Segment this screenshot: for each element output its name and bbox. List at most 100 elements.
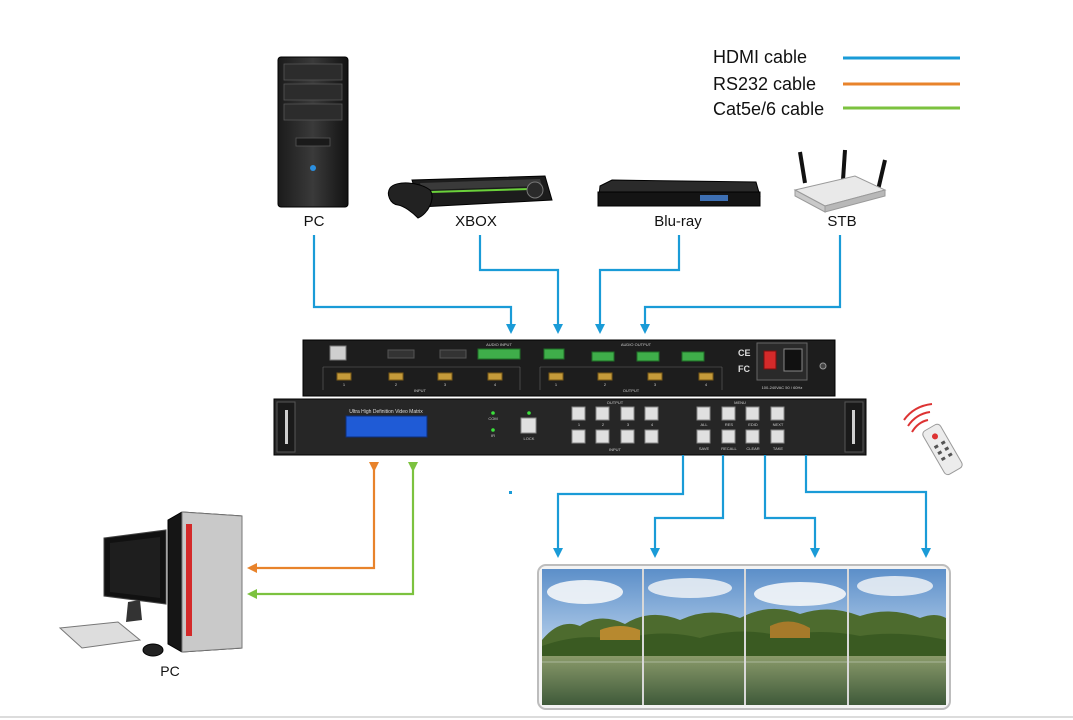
- rear-in-num-2: 2: [395, 382, 398, 387]
- rear-label-audio-input: AUDIO INPUT: [486, 342, 512, 347]
- menu-label-recall: RECALL: [721, 446, 737, 451]
- output-key-label-1: 1: [578, 422, 581, 427]
- hdmi-source-cables: [312, 235, 842, 334]
- hdmi-output-cables: [553, 455, 931, 558]
- source-label-xbox: XBOX: [455, 213, 497, 230]
- menu-label-all: ALL: [700, 422, 708, 427]
- cable-pc-to-matrix: [312, 235, 516, 334]
- bluray-player-icon: [597, 179, 761, 207]
- cable-stb-to-matrix: [640, 235, 842, 334]
- rear-in-num-3: 3: [444, 382, 447, 387]
- lcd-display-text: Ultra High Definition Video Matrix: [349, 409, 423, 415]
- matrix-front-panel: Ultra High Definition Video Matrix COM I…: [273, 398, 867, 456]
- output-key-label-3: 3: [627, 422, 630, 427]
- ir-led: [491, 428, 495, 432]
- menu-label-res: RES: [725, 422, 734, 427]
- menu-group-label: MENU: [734, 400, 746, 405]
- rear-label-input: INPUT: [414, 388, 427, 393]
- cable-out3-to-wall: [763, 455, 820, 558]
- power-socket: [783, 348, 803, 372]
- cable-xbox-to-matrix: [478, 235, 563, 334]
- legend-label-hdmi: HDMI cable: [713, 47, 807, 67]
- rear-out-num-4: 4: [705, 382, 708, 387]
- menu-button-recall[interactable]: [721, 429, 736, 444]
- ir-remote-icon: [903, 403, 963, 476]
- cat-cable: [247, 462, 418, 599]
- source-label-bluray: Blu-ray: [654, 213, 702, 230]
- stb-box-icon: [793, 149, 887, 213]
- rear-hdmi-in-2: [388, 372, 404, 381]
- rear-in-num-4: 4: [494, 382, 497, 387]
- lcd-display: [345, 415, 428, 438]
- menu-label-clear: CLEAR: [746, 446, 759, 451]
- ir-label: IR: [491, 433, 495, 438]
- lock-label: LOCK: [524, 436, 535, 441]
- control-cables: [247, 462, 418, 599]
- menu-label-save: SAVE: [699, 446, 710, 451]
- input-button-1[interactable]: [571, 429, 586, 444]
- input-group-label: INPUT: [609, 447, 622, 452]
- menu-label-edid: EDID: [748, 422, 758, 427]
- output-button-2-top[interactable]: [595, 406, 610, 421]
- control-pc-label: PC: [160, 663, 179, 679]
- rs232-cable: [247, 462, 379, 573]
- rear-hdmi-out-3: [647, 372, 663, 381]
- menu-button-clear[interactable]: [745, 429, 760, 444]
- input-button-3[interactable]: [620, 429, 635, 444]
- rear-in-num-1: 1: [343, 382, 346, 387]
- rear-hdmi-in-1: [336, 372, 352, 381]
- ce-mark-icon: CE: [738, 348, 751, 358]
- menu-button-take[interactable]: [770, 429, 785, 444]
- rear-label-output: OUTPUT: [623, 388, 640, 393]
- source-label-stb: STB: [827, 213, 856, 230]
- rear-label-audio-output: AUDIO OUTPUT: [621, 342, 652, 347]
- output-button-3-top[interactable]: [620, 406, 635, 421]
- rear-out-num-1: 1: [555, 382, 558, 387]
- rear-hdmi-inputs: 1 2 3 4 INPUT: [336, 372, 503, 393]
- cable-out1-to-wall: [553, 455, 685, 558]
- output-key-label-4: 4: [651, 422, 654, 427]
- legend: HDMI cable RS232 cable Cat5e/6 cable: [713, 47, 960, 119]
- power-rating: 100-240VAC 50 / 60Hz: [762, 385, 803, 390]
- rear-hdmi-out-4: [698, 372, 714, 381]
- cable-stub: [509, 491, 512, 494]
- legend-label-rs232: RS232 cable: [713, 74, 816, 94]
- video-wall: [537, 564, 951, 710]
- cable-out4-to-wall: [804, 455, 931, 558]
- menu-button-res[interactable]: [721, 406, 736, 421]
- power-switch: [763, 350, 777, 370]
- output-button-1-top[interactable]: [571, 406, 586, 421]
- output-button-4-top[interactable]: [644, 406, 659, 421]
- menu-button-edid[interactable]: [745, 406, 760, 421]
- menu-button-save[interactable]: [696, 429, 711, 444]
- rear-out-num-2: 2: [604, 382, 607, 387]
- lock-led: [527, 411, 531, 415]
- input-button-4[interactable]: [644, 429, 659, 444]
- rear-hdmi-in-3: [437, 372, 453, 381]
- rear-out-num-3: 3: [654, 382, 657, 387]
- output-group-label: OUTPUT: [607, 400, 624, 405]
- rear-hdmi-out-1: [548, 372, 564, 381]
- com-label: COM: [488, 416, 497, 421]
- output-buttons: 1 2 3 4: [571, 406, 659, 444]
- pc-tower-icon: [277, 56, 349, 208]
- source-label-pc: PC: [304, 213, 325, 230]
- lan-port: [329, 345, 347, 361]
- rear-hdmi-outputs: 1 2 3 4 OUTPUT: [548, 372, 714, 393]
- cable-bluray-to-matrix: [595, 235, 681, 334]
- menu-label-take: TAKE: [773, 446, 783, 451]
- rear-hdmi-in-4: [487, 372, 503, 381]
- legend-label-cat: Cat5e/6 cable: [713, 99, 824, 119]
- com-led: [491, 411, 495, 415]
- menu-button-all[interactable]: [696, 406, 711, 421]
- input-button-2[interactable]: [595, 429, 610, 444]
- menu-label-next: NEXT: [773, 422, 784, 427]
- lock-button[interactable]: [520, 417, 537, 434]
- menu-buttons: ALL RES EDID NEXT SAVE RECALL CLEAR TAKE: [696, 406, 785, 451]
- output-key-label-2: 2: [602, 422, 605, 427]
- matrix-rear-panel: AUDIO INPUT AUDIO OUTPUT 1 2 3 4 INPUT 1…: [302, 339, 836, 397]
- xbox-console-icon: [387, 175, 553, 219]
- cable-out2-to-wall: [650, 455, 725, 558]
- menu-button-next[interactable]: [770, 406, 785, 421]
